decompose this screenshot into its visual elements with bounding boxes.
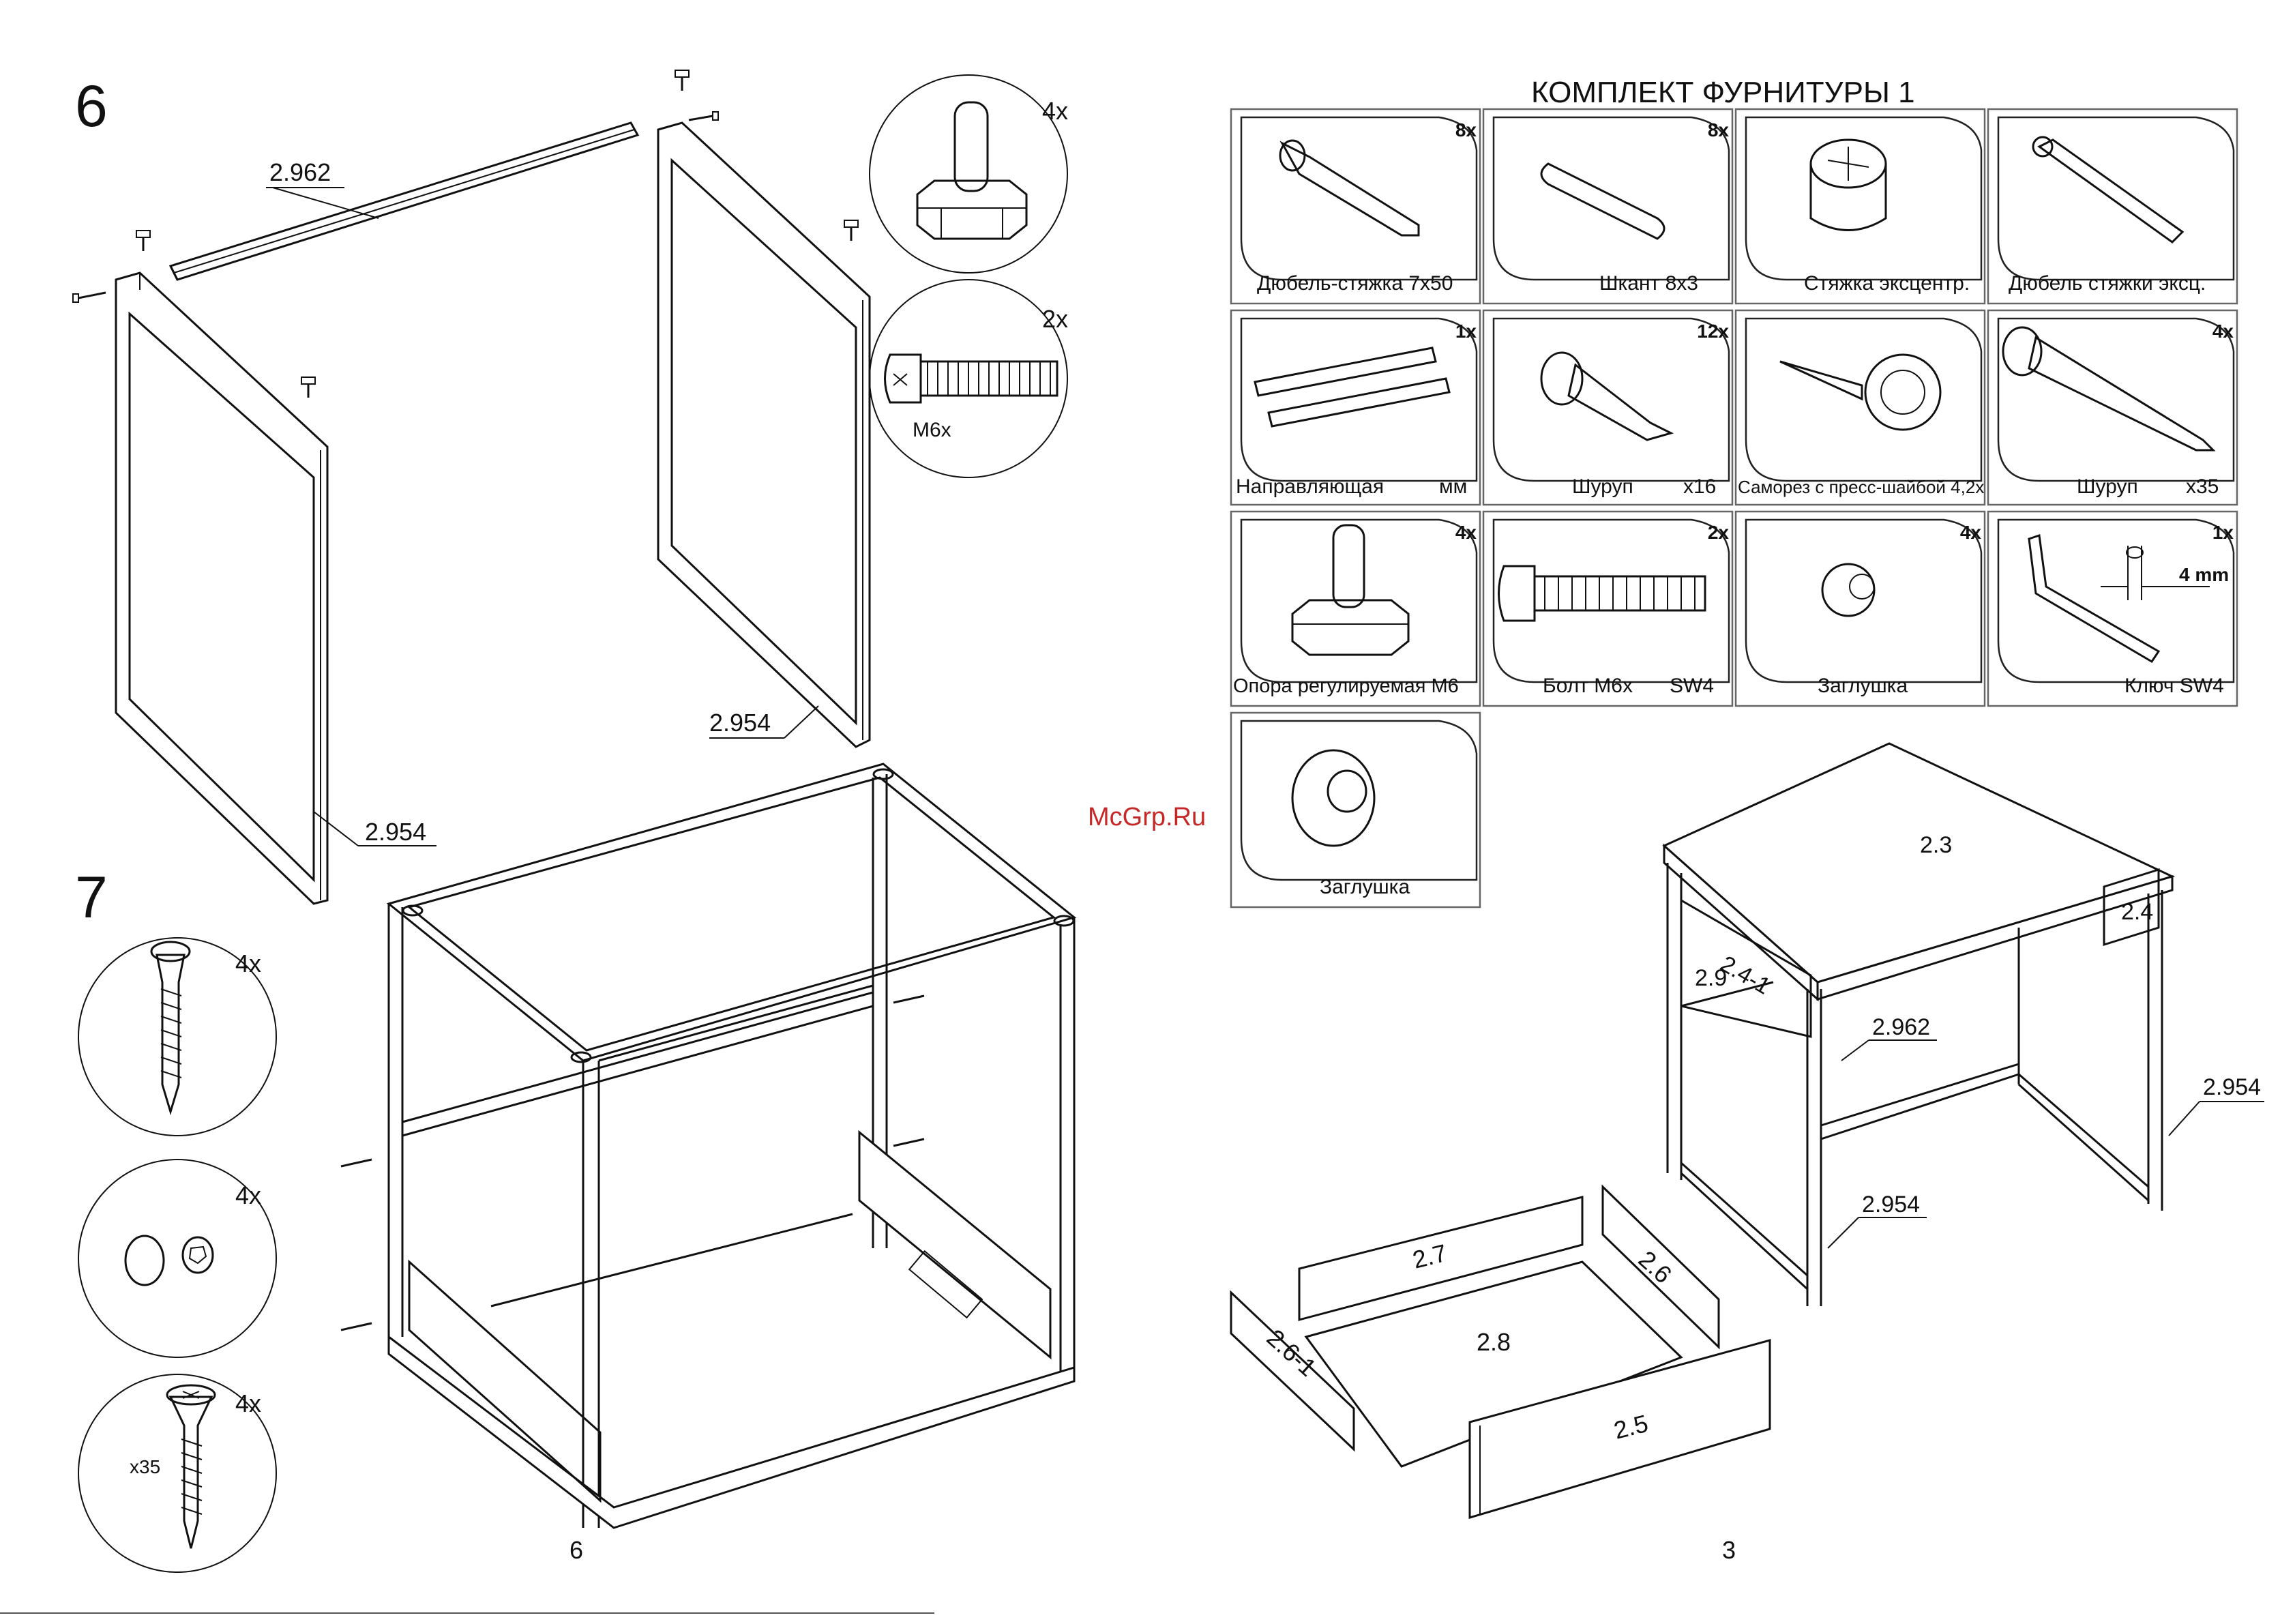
callout-leveling-foot xyxy=(869,74,1068,274)
hw-qty-9: 4x xyxy=(1455,522,1477,543)
callout-cap-qty: 4x xyxy=(235,1181,261,1209)
cam-lock-icon xyxy=(1809,138,1887,231)
long-screw-icon xyxy=(2002,326,2216,452)
hw-qty-10: 2x xyxy=(1708,522,1730,543)
cabinet-assembly xyxy=(340,763,1077,1529)
callout-screw xyxy=(78,1374,277,1573)
top-rail xyxy=(168,121,640,281)
hw-cell-13: Заглушка xyxy=(1230,711,1481,909)
hex-key-icon xyxy=(2028,534,2210,664)
page-number-left: 6 xyxy=(569,1536,583,1564)
hw-cell-3: Стяжка эксцентр. xyxy=(1734,108,1986,305)
hw-extra-12: 4 mm xyxy=(2179,564,2229,585)
hw-cell-5: 1x Направляющая мм xyxy=(1230,309,1481,506)
hw-qty-6: 12x xyxy=(1697,321,1729,342)
bolt-icon xyxy=(1498,565,1706,622)
callout-bolt xyxy=(869,279,1068,478)
hw-cell-7: Саморез с пресс-шайбой 4,2x xyxy=(1734,309,1986,506)
hw-cell-2: 8x Шкант 8x3 xyxy=(1482,108,1734,305)
dowel-icon xyxy=(1540,162,1665,240)
hw-extra-10: SW4 xyxy=(1670,675,1714,697)
hw-label-3: Стяжка эксцентр. xyxy=(1804,272,1970,295)
page-number-right: 3 xyxy=(1722,1536,1736,1564)
drawer-exploded xyxy=(1230,1184,1771,1520)
hw-cell-8: 4x Шуруп x35 xyxy=(1987,309,2238,506)
hw-label-7: Саморез с пресс-шайбой 4,2x xyxy=(1738,477,1984,497)
hw-extra-8: x35 xyxy=(2186,475,2219,498)
leveling-foot-icon xyxy=(1291,524,1410,656)
hw-label-13: Заглушка xyxy=(1320,876,1410,898)
hw-qty-2: 8x xyxy=(1708,119,1730,141)
dim-frame-left-2954: 2.954 xyxy=(365,818,426,846)
step-7-number: 7 xyxy=(75,865,108,930)
small-cap-icon xyxy=(1821,563,1876,617)
hw-label-9: Опора регулируемая М6 xyxy=(1233,675,1459,697)
part-2-3: 2.3 xyxy=(1920,832,1952,858)
callout-foot-qty: 4x xyxy=(1042,97,1068,125)
hw-cell-1: 8x Дюбель-стяжка 7x50 xyxy=(1230,108,1481,305)
hw-label-1: Дюбель-стяжка 7x50 xyxy=(1257,272,1453,295)
drawer-slide-icon xyxy=(1254,346,1451,428)
hw-qty-12: 1x xyxy=(2212,522,2234,543)
left-side-frame xyxy=(115,271,329,905)
watermark: McGrp.Ru xyxy=(1088,803,1206,831)
right-side-frame xyxy=(657,121,871,748)
callout-cap xyxy=(78,1159,277,1358)
hw-label-11: Заглушка xyxy=(1818,675,1908,697)
hw-cell-9: 4x Опора регулируемая М6 xyxy=(1230,510,1481,707)
hw-label-12: Ключ SW4 xyxy=(2124,675,2224,697)
hw-label-6: Шуруп xyxy=(1572,475,1633,498)
hw-label-8: Шуруп xyxy=(2077,475,2138,498)
hw-label-5: Направляющая xyxy=(1236,475,1384,498)
hw-cell-12: 4 mm 1x Ключ SW4 xyxy=(1987,510,2238,707)
confirmat-icon xyxy=(1279,139,1420,237)
part-2-962: 2.962 xyxy=(1872,1014,1930,1040)
hw-qty-1: 8x xyxy=(1455,119,1477,141)
bolt-markers xyxy=(72,70,859,398)
hw-label-10: Болт М6x xyxy=(1543,675,1633,697)
hardware-title: КОМПЛЕКТ ФУРНИТУРЫ 1 xyxy=(1531,76,1915,109)
callout-screw-label: x35 xyxy=(130,1456,160,1477)
hw-label-2: Шкант 8x3 xyxy=(1599,272,1698,295)
hw-qty-11: 4x xyxy=(1960,522,1982,543)
part-2-9: 2.9 xyxy=(1695,965,1727,991)
hw-cell-4: Дюбель стяжки эксц. xyxy=(1987,108,2238,305)
hw-extra-6: x16 xyxy=(1683,475,1716,498)
hw-qty-5: 1x xyxy=(1455,321,1477,342)
callout-confirmat xyxy=(78,937,277,1136)
hw-cell-10: 2x Болт М6x SW4 xyxy=(1482,510,1734,707)
hw-qty-8: 4x xyxy=(2212,321,2234,342)
hw-cell-6: 12x Шуруп x16 xyxy=(1482,309,1734,506)
dim-rail-2962: 2.962 xyxy=(269,158,331,186)
callout-screw-qty: 4x xyxy=(235,1389,261,1417)
desk-assembly xyxy=(1662,742,2176,1306)
washer-screw-icon xyxy=(1779,353,1942,431)
hw-label-4: Дюбель стяжки эксц. xyxy=(2009,272,2206,295)
cam-dowel-icon xyxy=(2032,136,2185,243)
part-2-954-front: 2.954 xyxy=(1862,1192,1920,1217)
callout-bolt-label: M6x xyxy=(913,419,951,441)
part-2-8: 2.8 xyxy=(1477,1328,1511,1356)
step-6-number: 6 xyxy=(75,74,108,139)
part-2-954-right: 2.954 xyxy=(2203,1074,2261,1100)
dim-frame-right-2954: 2.954 xyxy=(709,709,771,737)
hw-cell-11: 4x Заглушка xyxy=(1734,510,1986,707)
part-2-4: 2.4 xyxy=(2121,899,2153,925)
callout-bolt-qty: 2x xyxy=(1042,305,1068,333)
callout-confirmat-qty: 4x xyxy=(235,949,261,977)
screw-icon xyxy=(1540,351,1674,441)
cap-icon xyxy=(1291,749,1376,847)
hw-extra-5: мм xyxy=(1439,475,1467,498)
